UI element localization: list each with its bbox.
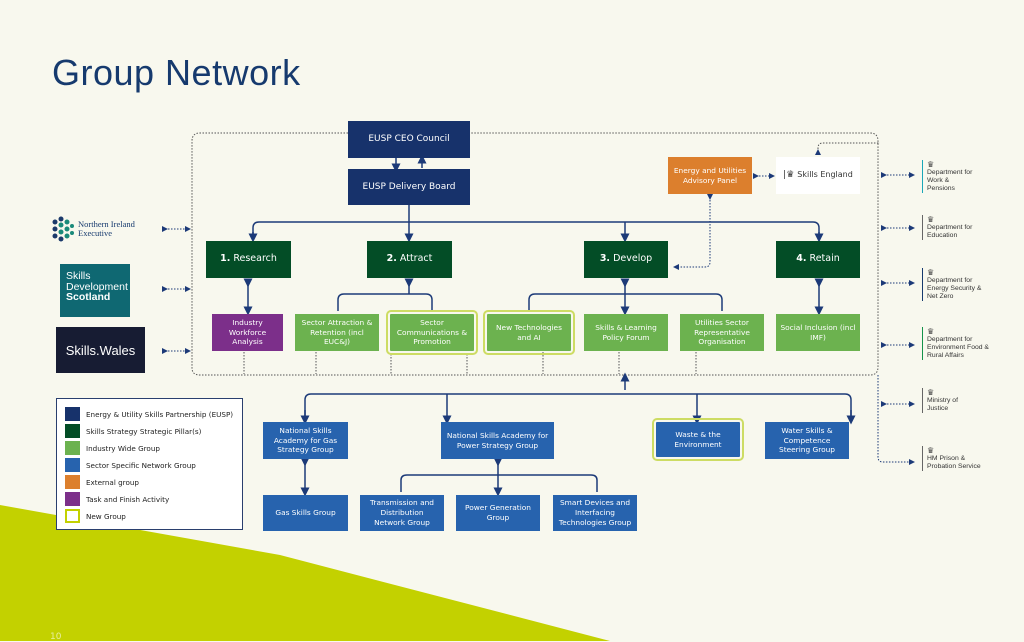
legend-swatch (65, 475, 80, 489)
skills-england[interactable]: |♛ Skills England (776, 157, 860, 194)
legend-swatch (65, 407, 80, 421)
pillar-num: 1. (220, 253, 231, 265)
legend-item: Sector Specific Network Group (65, 458, 196, 472)
dept-label: Department for Energy Security & Net Zer… (927, 277, 982, 300)
crest-icon: ♛ (927, 160, 935, 169)
pillar-label: Research (233, 253, 277, 265)
nsa-gas-strategy[interactable]: National Skills Academy for Gas Strategy… (263, 422, 348, 459)
dept-label: Department for Work & Pensions (927, 169, 973, 192)
sds-line: Skills (66, 270, 91, 282)
dept-label: Ministry of Justice (927, 397, 958, 412)
legend-swatch (65, 441, 80, 455)
pillar-research[interactable]: 1. Research (206, 241, 291, 278)
legend-label: Sector Specific Network Group (86, 460, 196, 470)
eusp-ceo-council[interactable]: EUSP CEO Council (348, 121, 470, 158)
gas-skills-group[interactable]: Gas Skills Group (263, 495, 348, 531)
dept-label: Department for Environment Food & Rural … (927, 336, 989, 359)
industry-workforce-analysis[interactable]: Industry Workforce Analysis (212, 314, 283, 351)
pillar-develop[interactable]: 3. Develop (584, 241, 668, 278)
water-skills[interactable]: Water Skills & Competence Steering Group (765, 422, 849, 459)
legend-item: Industry Wide Group (65, 441, 160, 455)
new-technologies-ai[interactable]: New Technologies and AI (483, 310, 575, 355)
legend-label: Task and Finish Activity (86, 494, 170, 504)
legend-item: New Group (65, 509, 126, 523)
pillar-label: Retain (809, 253, 840, 265)
legend-swatch (65, 458, 80, 472)
crest-icon: |♛ (783, 170, 795, 181)
ni-label: Northern Ireland Executive (78, 219, 135, 238)
legend: Energy & Utility Skills Partnership (EUS… (56, 398, 243, 530)
crest-icon: ♛ (927, 327, 935, 336)
crest-icon: ♛ (927, 215, 935, 224)
pillar-num: 4. (796, 253, 807, 265)
page-number: 10 (50, 632, 62, 642)
utilities-sector-org[interactable]: Utilities Sector Representative Organisa… (680, 314, 764, 351)
dept-desnz[interactable]: ♛Department for Energy Security & Net Ze… (922, 268, 985, 301)
dept-education[interactable]: ♛Department for Education (922, 215, 979, 240)
legend-item: Energy & Utility Skills Partnership (EUS… (65, 407, 233, 421)
legend-swatch (65, 492, 80, 506)
skills-england-label: Skills England (797, 170, 853, 180)
pillar-attract[interactable]: 2. Attract (367, 241, 452, 278)
pillar-label: Develop (613, 253, 653, 265)
dept-moj[interactable]: ♛Ministry of Justice (922, 388, 961, 413)
skills-learning-forum[interactable]: Skills & Learning Policy Forum (584, 314, 668, 351)
smart-devices[interactable]: Smart Devices and Interfacing Technologi… (553, 495, 637, 531)
ni-hex-icon (52, 216, 74, 242)
dept-hmpps[interactable]: ♛HM Prison & Probation Service (922, 446, 993, 471)
legend-item: External group (65, 475, 139, 489)
dept-dwp[interactable]: ♛Department for Work & Pensions (922, 160, 977, 193)
transmission-distribution[interactable]: Transmission and Distribution Network Gr… (360, 495, 444, 531)
sector-attraction-retention[interactable]: Sector Attraction & Retention (incl EUC&… (295, 314, 379, 351)
page-title: Group Network (52, 52, 301, 93)
legend-swatch (65, 424, 80, 438)
sds-logo[interactable]: Skills Development Scotland (60, 264, 130, 317)
waste-environment[interactable]: Waste & the Environment (652, 418, 744, 461)
pillar-retain[interactable]: 4. Retain (776, 241, 860, 278)
social-inclusion[interactable]: Social Inclusion (incl IMF) (776, 314, 860, 351)
legend-item: Skills Strategy Strategic Pillar(s) (65, 424, 201, 438)
legend-label: External group (86, 477, 139, 487)
legend-label: Energy & Utility Skills Partnership (EUS… (86, 409, 234, 419)
legend-label: Skills Strategy Strategic Pillar(s) (86, 426, 202, 436)
legend-label: Industry Wide Group (86, 443, 160, 453)
crest-icon: ♛ (927, 446, 935, 455)
dept-defra[interactable]: ♛Department for Environment Food & Rural… (922, 327, 993, 360)
pillar-label: Attract (399, 253, 433, 265)
legend-swatch (65, 509, 80, 523)
sds-line: Scotland (66, 291, 111, 303)
nsa-power-strategy[interactable]: National Skills Academy for Power Strate… (441, 422, 554, 459)
crest-icon: ♛ (927, 268, 935, 277)
advisory-panel[interactable]: Energy and Utilities Advisory Panel (668, 157, 752, 194)
pillar-num: 2. (386, 253, 397, 265)
pillar-num: 3. (599, 253, 611, 265)
legend-item: Task and Finish Activity (65, 492, 169, 506)
sds-line: Development (66, 280, 128, 293)
dept-label: HM Prison & Probation Service (927, 455, 981, 470)
eusp-delivery-board[interactable]: EUSP Delivery Board (348, 169, 470, 205)
power-generation[interactable]: Power Generation Group (456, 495, 540, 531)
crest-icon: ♛ (927, 388, 935, 397)
dept-label: Department for Education (927, 224, 973, 239)
sector-communications[interactable]: Sector Communications & Promotion (386, 310, 478, 355)
ni-executive-logo[interactable]: Northern Ireland Executive (50, 216, 150, 242)
skills-wales-logo[interactable]: Skills.Wales (56, 327, 145, 373)
legend-label: New Group (86, 511, 126, 521)
